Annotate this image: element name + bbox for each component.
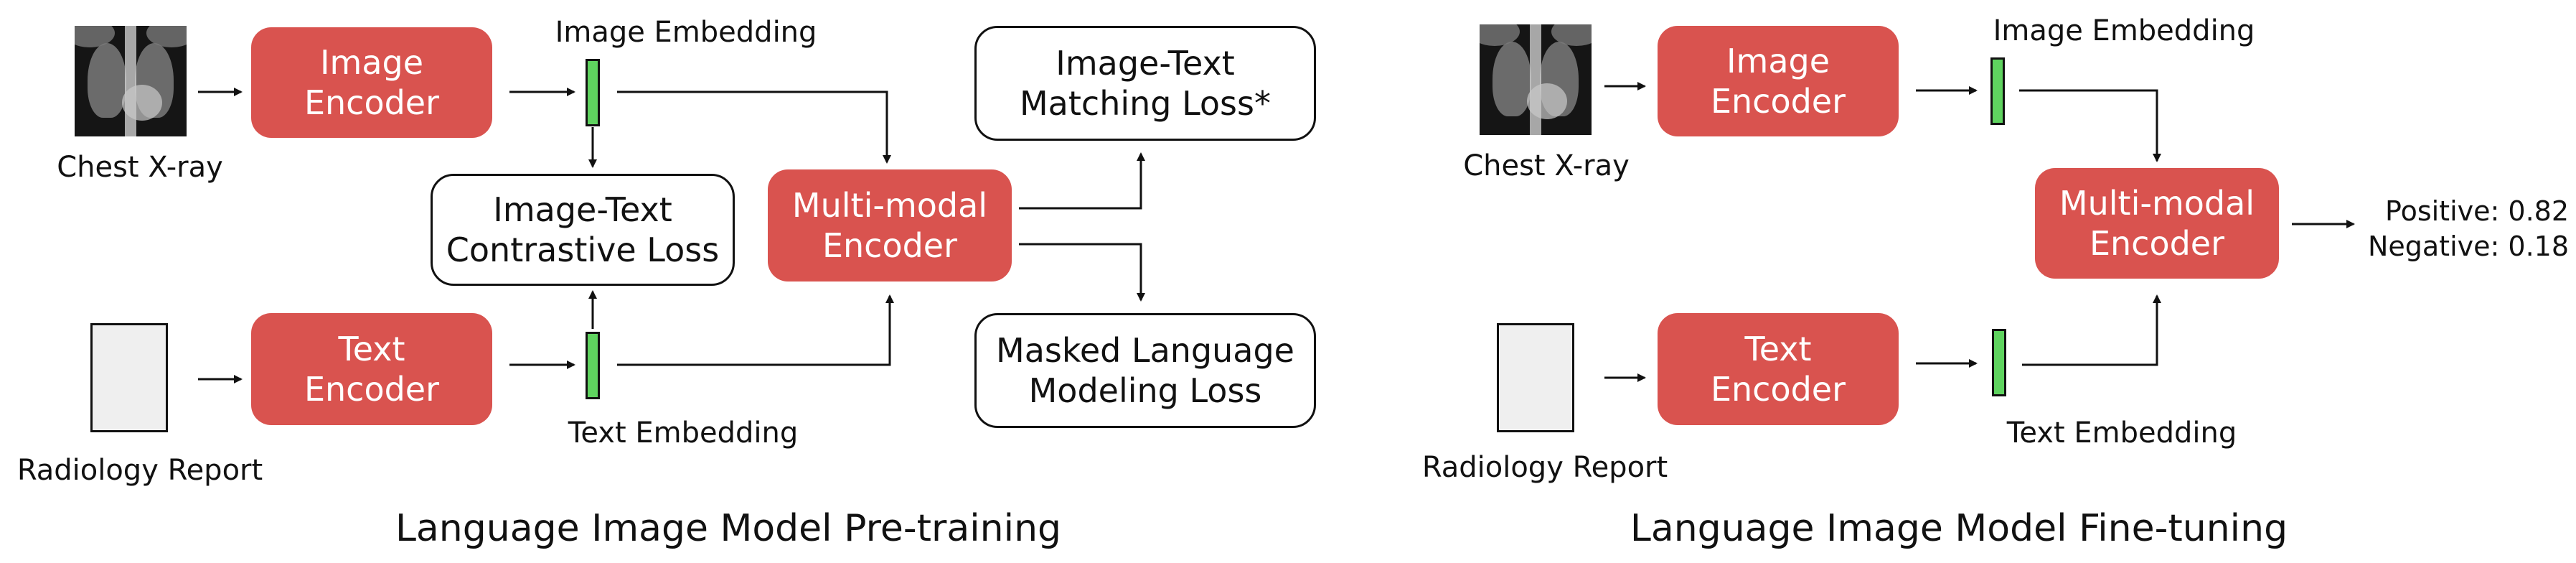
arrow-multimodal-to-mlm <box>1019 243 1145 302</box>
image-encoder-box: Image Encoder <box>251 27 492 138</box>
radiology-report-document <box>90 323 168 432</box>
radiology-report-label: Radiology Report <box>17 454 263 487</box>
ft-text-encoder-box: Text Encoder <box>1658 313 1899 425</box>
contrastive-loss-box: Image-Text Contrastive Loss <box>431 174 735 286</box>
multimodal-encoder-box: Multi-modal Encoder <box>768 169 1012 282</box>
text-embedding-vector <box>586 332 600 399</box>
text-embedding-label: Text Embedding <box>568 417 799 450</box>
ft-arrow-text-embedding-to-multimodal <box>2022 294 2161 366</box>
chest-xray-label: Chest X-ray <box>57 151 223 184</box>
image-embedding-label: Image Embedding <box>555 16 817 49</box>
arrow-text-embedding-to-multimodal <box>617 294 894 366</box>
ft-arrow-image-embedding-to-multimodal <box>2019 89 2161 162</box>
ft-chest-xray-label: Chest X-ray <box>1463 149 1630 182</box>
positive-score: Positive: 0.82 <box>2385 195 2569 227</box>
arrow-image-embedding-to-multimodal <box>617 90 891 164</box>
ft-chest-xray-image <box>1480 24 1592 135</box>
chest-xray-image <box>75 26 187 136</box>
text-encoder-box: Text Encoder <box>251 313 492 425</box>
pretraining-title: Language Image Model Pre-training <box>395 507 1062 550</box>
arrow-multimodal-to-matching <box>1019 152 1145 210</box>
ft-multimodal-encoder-box: Multi-modal Encoder <box>2035 168 2279 279</box>
matching-loss-box: Image-Text Matching Loss* <box>974 26 1316 141</box>
ft-output-scores: Positive: 0.82 Negative: 0.18 <box>2361 194 2569 264</box>
ft-image-encoder-box: Image Encoder <box>1658 26 1899 136</box>
finetuning-title: Language Image Model Fine-tuning <box>1630 507 2288 550</box>
ft-text-embedding-vector <box>1992 329 2006 396</box>
ft-image-embedding-label: Image Embedding <box>1993 14 2255 47</box>
mlm-loss-box: Masked Language Modeling Loss <box>974 313 1316 428</box>
ft-radiology-report-document <box>1497 323 1574 432</box>
ft-radiology-report-label: Radiology Report <box>1421 451 1668 484</box>
ft-text-embedding-label: Text Embedding <box>2006 417 2237 450</box>
negative-score: Negative: 0.18 <box>2367 230 2569 262</box>
ft-image-embedding-vector <box>1990 57 2005 125</box>
image-embedding-vector <box>586 59 600 126</box>
